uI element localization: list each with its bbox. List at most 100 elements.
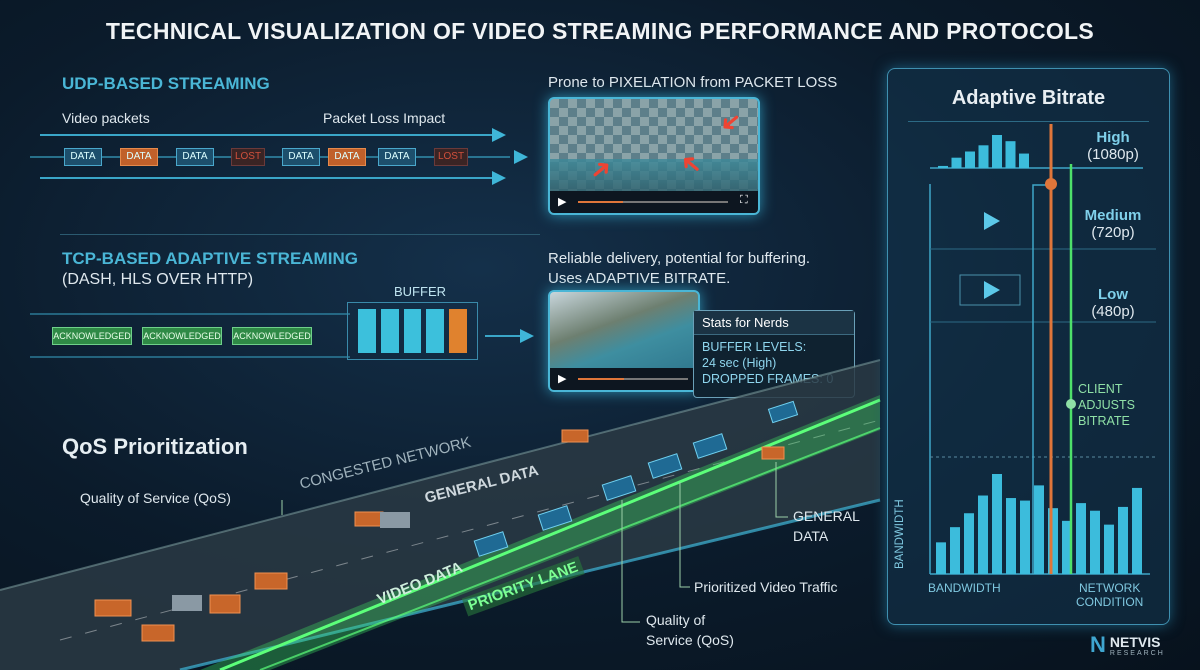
stats-title: Stats for Nerds — [694, 311, 854, 335]
flow-line — [40, 134, 500, 136]
arrow-icon — [514, 150, 528, 164]
tier-low: Low(480p) — [1068, 286, 1158, 320]
data-packet: DATA — [328, 148, 366, 166]
pixelated-video-player[interactable]: ▶ ⛶ ➜ ➜ ➜ — [548, 97, 760, 215]
flow-line — [485, 335, 525, 337]
tier-low-res: (480p) — [1091, 303, 1135, 320]
tier-medium-label: Medium — [1084, 207, 1142, 224]
bandwidth-bar — [1020, 500, 1030, 574]
arrow-icon — [492, 171, 506, 185]
bandwidth-bar — [1062, 520, 1072, 574]
top-histogram-bar — [992, 135, 1002, 168]
data-packet: DATA — [120, 148, 158, 166]
bandwidth-bar — [936, 542, 946, 574]
tcp-caption-2: Uses ADAPTIVE BITRATE. — [548, 270, 731, 287]
bandwidth-bar — [1090, 510, 1100, 574]
client-label-line: CLIENT — [1078, 382, 1123, 396]
priority-lane — [200, 395, 880, 670]
acknowledged-packet: ACKNOWLEDGED — [142, 327, 222, 345]
play-icon — [984, 212, 1000, 230]
bandwidth-bar — [978, 495, 988, 574]
bandwidth-bar — [1048, 508, 1058, 574]
qos-bottom-label-2: Service (QoS) — [646, 632, 734, 648]
top-histogram-bar — [938, 165, 948, 168]
data-packet: DATA — [378, 148, 416, 166]
x-axis-label-left: BANDWIDTH — [928, 581, 1001, 595]
fullscreen-icon[interactable]: ⛶ — [740, 194, 748, 206]
adaptive-video-player[interactable]: ▶ — [548, 290, 700, 392]
tier-high-label: High — [1096, 129, 1130, 146]
bandwidth-bar — [1076, 503, 1086, 574]
general-data-label-1: GENERAL — [793, 508, 860, 524]
tcp-subheading: (DASH, HLS OVER HTTP) — [62, 271, 254, 288]
progress-bar[interactable] — [578, 378, 688, 380]
udp-heading: UDP-BASED STREAMING — [62, 74, 270, 93]
flow-line — [30, 156, 510, 158]
x-label-line: CONDITION — [1076, 595, 1144, 609]
bandwidth-bar — [1132, 487, 1142, 574]
data-packet: DATA — [282, 148, 320, 166]
road — [0, 360, 880, 670]
adaptive-bitrate-chart — [929, 124, 1156, 575]
bandwidth-bar — [950, 527, 960, 574]
client-label-line: BITRATE — [1078, 414, 1130, 428]
tier-medium: Medium(720p) — [1068, 207, 1158, 241]
top-histogram-bar — [1005, 141, 1016, 168]
flow-line — [30, 313, 350, 315]
player-controls: ▶ ⛶ — [550, 191, 758, 213]
tcp-heading: TCP-BASED ADAPTIVE STREAMING — [62, 249, 358, 268]
flow-line — [30, 356, 350, 358]
buffer-label: BUFFER — [394, 284, 446, 299]
qos-heading: QoS Prioritization — [62, 434, 248, 459]
stats-buffer-label: BUFFER LEVELS: — [702, 340, 807, 354]
divider — [60, 234, 540, 235]
top-histogram-bar — [951, 157, 962, 168]
packet-loss-label: Packet Loss Impact — [323, 110, 446, 126]
low-player-box — [959, 274, 1021, 306]
buffer-box — [347, 302, 478, 360]
play-icon — [984, 281, 1000, 299]
acknowledged-packet: ACKNOWLEDGED — [52, 327, 132, 345]
bandwidth-bar — [964, 513, 974, 574]
page-title: TECHNICAL VISUALIZATION OF VIDEO STREAMI… — [105, 18, 1095, 44]
stats-buffer-value: 24 sec (High) — [702, 356, 777, 370]
x-label-line: NETWORK — [1079, 581, 1141, 595]
flow-line — [40, 177, 500, 179]
brand-name: NETVIS — [1109, 633, 1161, 650]
client-label-line: ADJUSTS — [1078, 398, 1135, 412]
brand-sub: RESEARCH — [1109, 649, 1165, 657]
bandwidth-bar — [992, 474, 1002, 574]
qos-label: Quality of Service (QoS) — [80, 490, 231, 506]
tier-medium-res: (720p) — [1091, 224, 1135, 241]
lost-packet: LOST — [231, 148, 265, 166]
logo-icon: N — [1090, 632, 1106, 657]
adaptive-bitrate-panel: Adaptive Bitrate High(1080p) Medium(720p… — [887, 68, 1170, 625]
tcp-caption-1: Reliable delivery, potential for bufferi… — [548, 250, 811, 267]
data-packet: DATA — [64, 148, 102, 166]
switch-path — [1032, 184, 1048, 574]
progress-bar[interactable] — [578, 201, 728, 203]
top-histogram-bar — [965, 151, 975, 168]
orange-marker — [1045, 178, 1057, 190]
prioritized-traffic-label: Prioritized Video Traffic — [694, 579, 838, 595]
lost-packet: LOST — [434, 148, 468, 166]
bandwidth-bar — [1034, 485, 1044, 574]
play-icon[interactable]: ▶ — [558, 373, 567, 385]
arrow-icon — [520, 329, 534, 343]
udp-caption: Prone to PIXELATION from PACKET LOSS — [548, 74, 838, 91]
bandwidth-bar — [1104, 524, 1114, 574]
green-marker — [1066, 399, 1076, 409]
qos-bottom-label-1: Quality of — [646, 612, 706, 628]
top-histogram-bar — [1019, 153, 1029, 168]
player-controls: ▶ — [550, 368, 698, 390]
bandwidth-bar — [1006, 498, 1016, 574]
top-histogram-bar — [978, 145, 989, 168]
arrow-icon — [492, 128, 506, 142]
play-icon[interactable]: ▶ — [558, 196, 567, 208]
y-axis-label: BANDWIDTH — [894, 499, 906, 569]
acknowledged-packet: ACKNOWLEDGED — [232, 327, 312, 345]
client-adjusts-label: CLIENT ADJUSTS BITRATE — [1078, 381, 1135, 429]
